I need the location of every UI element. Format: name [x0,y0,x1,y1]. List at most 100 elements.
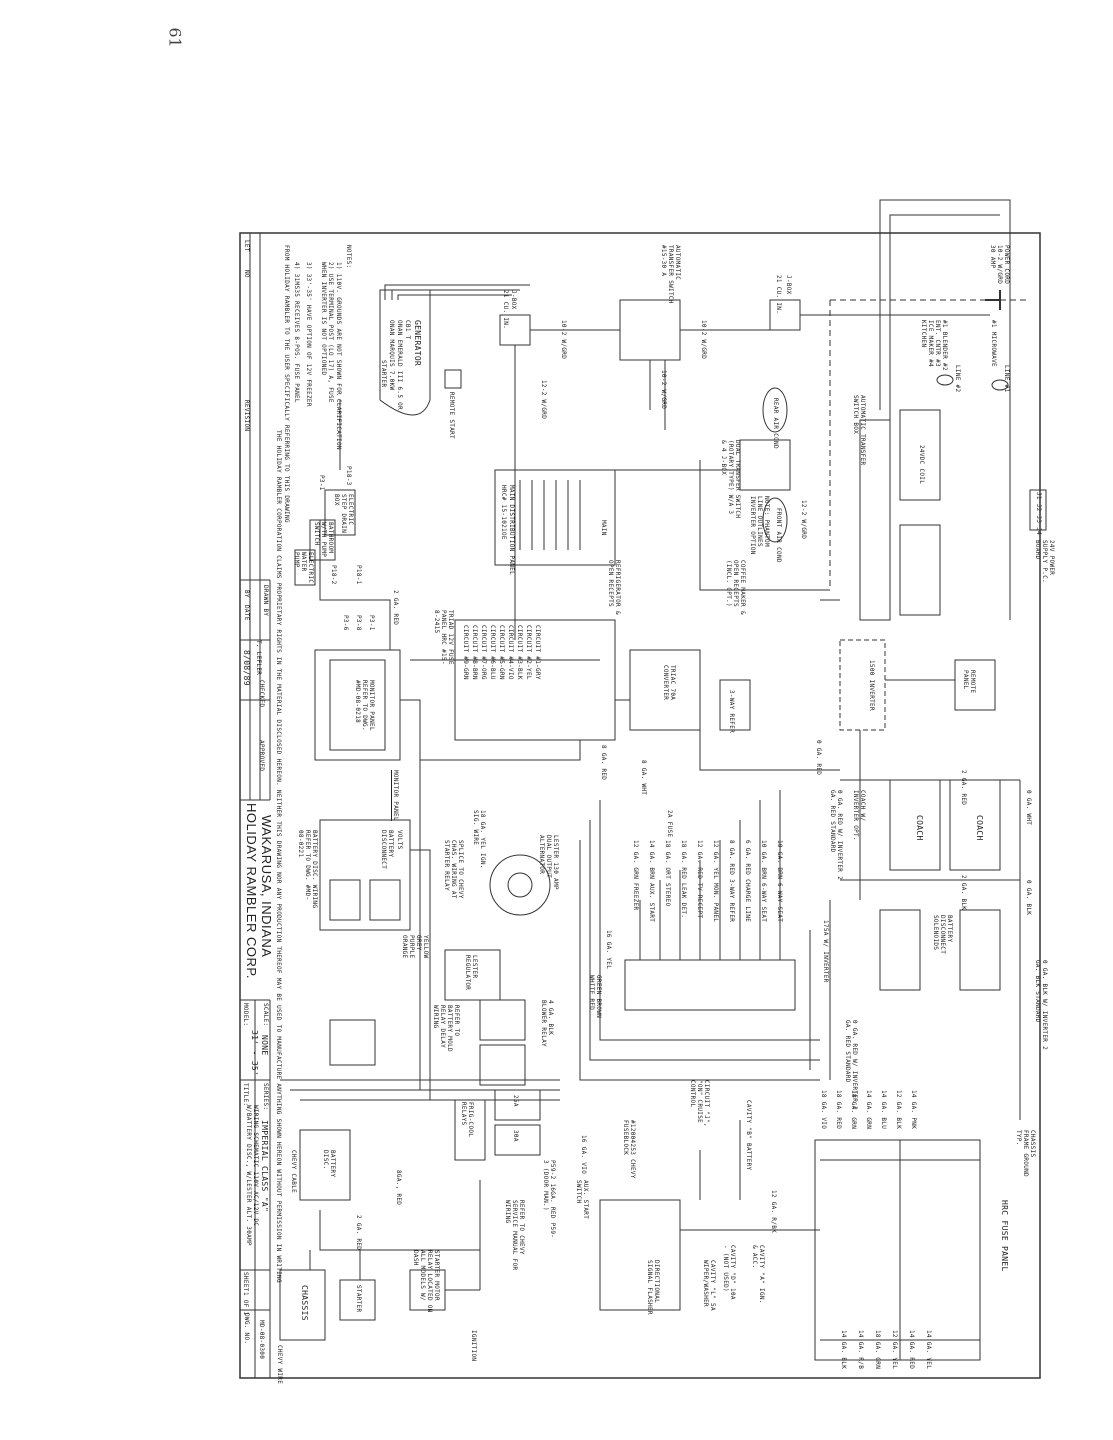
circuit-2: CIRCUIT #2-YEL [525,625,532,680]
circuit-8: CIRCUIT #8-BRN [471,625,478,680]
sheet-value: 1 OF 1 [242,1292,249,1316]
drawing-border [239,232,1041,1379]
note-2: 2) USE TERMINAL POST (LO 17) A, FUSE WHE… [320,262,334,403]
by-label: BY [243,590,250,598]
refer-label: 3-WAY REFER [728,690,735,734]
dash-note: REFER TO CHEVY SERVICE MANUAL FOR WIRING [504,1200,525,1271]
hrc-wire: 14 GA. PNK [910,1090,917,1130]
series-label: SERIES: [262,1083,269,1111]
alternator-outline [489,854,551,916]
fuse-30a: 30A [512,1130,519,1142]
fuse-block-wire-list: 10 GA. BRN 6-WAY SEAT 10 GA. BRN 6-WAY S… [632,840,783,922]
fuse-block-wire: 10 GA. BRN 6-WAY SEAT [776,840,783,923]
hrc-wire: 18 GA. RED [835,1090,842,1130]
chevy-fuseblock-label: #12004253 CHEVY FUSEBLOCK [622,1120,636,1179]
circuit-1: CIRCUIT #1-GRY [534,625,541,680]
coffee-maker-note: COFFEE MAKER & OPEN RECEPTS (INCL. OPT.) [725,560,746,615]
jbox-2-size: 21 CU. IN. [775,275,782,315]
sheet-handwritten-mark: 61 [165,27,185,48]
note-1: 1) 110V. GROUNDS ARE NOT SHOWN FOR CLARI… [335,262,342,450]
circuit-6: CIRCUIT #6-BLU [489,625,496,680]
chassis-ground-label: CHASSIS FRAME GROUND TYP. [1015,1130,1036,1177]
circuit-3: CIRCUIT #3-BLK [516,625,523,680]
hrc-right-wire-list: 14 GA. YEL 14 GA. RED 12 GA. YEL 18 GA. … [840,1330,932,1369]
proprietary-notice-2: FROM HOLIDAY RAMBLER TO THE USER SPECIFI… [283,245,290,523]
cruise-control-label: CIRCUIT "J", "ON" CRUISE CONTROL [689,1080,710,1127]
generator-detail-1: CB1 T [404,320,411,340]
rear-ac-label: REAR AIR COND [772,398,779,449]
wiper-label: CAVITY "L" 5A WIPER/WASHER [702,1260,716,1311]
step-box-label: ELECTRIC STEP DRAIN BOX [333,494,354,534]
battery-disc-wiring-note: BATTERY DISC. WIRING REFER TO DWG. #MD-0… [297,830,318,909]
wire-18ga-yel: 18 GA. YEL IGN. SIG. WIRE [472,810,486,869]
fuse-block-wire: 12 GA. GRN FREEZER [632,840,639,911]
fuse-block-wire: 18 GA. RED LEAK DET. [680,840,687,919]
lester-regulator-label: LESTER REGULATOR [464,955,478,991]
signal-flasher-label: DIRECTIONAL SIGNAL FLASHER [646,1260,660,1315]
monitor-panel-label: MONITOR PANEL [392,770,399,821]
relay-delay-note: REFER TO BATTERY MOLD RELAY DELAY WIRING [432,1005,460,1052]
power-supply-label: 24V POWER SUPPLY P.C. BOARD [1034,540,1055,584]
circuit-5: CIRCUIT #5-GRN [498,625,505,680]
fuse-2a-label: 2A FUSE [666,810,673,838]
wire-10-2-c: 10-2 W/GRD [660,370,667,410]
wire-8ga-wht: 8 GA. WHT [640,760,647,796]
wire-2ga-red: 2 GA. RED [392,590,399,626]
dwg-label: DWG. NO. [243,1313,250,1345]
plug-p3-8: P3-8 [355,615,362,631]
checked-label: CHECKED [258,680,265,708]
main-label: MAIN [600,520,607,536]
inverter-label: 1500 INVERTER [868,660,875,711]
jbox-1-label: J-BOX [510,290,517,310]
wire-10-2-a: 10-2 W/GRD [560,320,567,360]
wire-12-2-a: 12-2 W/GRD [540,380,547,420]
starter-label: STARTER [355,1285,362,1313]
circuit-4: CIRCUIT #4-VIO [507,625,514,680]
hrc-fuse-panel-label: HRC FUSE PANEL [1000,1200,1009,1272]
wire-8ga-red: 8 GA. RED [600,745,607,781]
proprietary-notice: THE HOLIDAY RAMBLER CORPORATION CLAIMS P… [275,430,282,1283]
generator-label: GENERATOR [413,320,422,367]
power-cord-label: POWER CORD 10-2 W/GRD 30 AMP [989,245,1010,285]
drawn-by-label: DRAWN BY [262,585,269,617]
series-value: IMPERIAL CLASS "A" [260,1120,269,1213]
hrc-wire: 18 GA. VIO [820,1090,827,1130]
no-label: NO [243,270,250,278]
company-location: WAKARUSA, INDIANA [259,815,274,958]
wire-2ga-red-c: 2 GA. RED [355,1215,362,1251]
plug-p18-3: P18-3 [345,466,352,486]
wire-0ga-wht: 0 GA. WHT [1025,790,1032,826]
water-pump-label: ELECTRIC WATER PUMP [293,552,314,584]
hrc-left-wire-list: 14 GA. PNK 12 GA. BLK 14 GA. BLU 14 GA. … [820,1090,917,1129]
wire-2ga-red-b: 2 GA. RED [960,770,967,806]
drawn-by: T. LEFLER [255,640,262,676]
remote-start-label: REMOTE START [448,392,455,439]
bath-switch-label: BATHROOM W/TH PUMP SWITCH [313,522,334,558]
chassis-label: CHASSIS [300,1285,309,1321]
starter-relay-note: STARTER MOTOR RELAY LOCATED ON ALL MODEL… [412,1250,440,1313]
drawn-date: 8/08/89 [242,650,251,686]
line-1-label: LINE #1 [1003,365,1010,393]
circuit-9: CIRCUIT #9-GRN [462,625,469,680]
note-4: 4) 31MS35 RECEIVES 8-POS. FUSE PANEL [293,262,300,403]
fuse-block-wire: 10 GA. BRN 6-WAY SEAT [760,840,767,923]
triad-panel-label: TRIAD 12V FUSE PANEL HRC #15-8-2415 [433,610,454,665]
ats-label: AUTOMATIC TRANSFER SWITCH #15-30 A [660,245,681,304]
chevy-wire-label: CHEVY WIRE [276,1345,283,1385]
aux-start-switch-label: AUX. START SWITCH [575,1180,589,1220]
fuse-175a-label: 175A W/ INVERTER [822,920,829,983]
hrc-wire: 14 GA. YEL [925,1330,932,1370]
plug-p18-2: P18-2 [330,565,337,585]
wire-8ga-red-c: 8GA., RED [395,1170,402,1206]
wire-12-2-b: 12-2 W/GRD [800,500,807,540]
hrc-wire: 14 GA. RED [908,1330,915,1370]
hrc-wire: 14 GA. R/B [857,1330,864,1370]
wire-16ga-vio: 16 GA. VIO [580,1135,587,1175]
hrc-wire: 18 GA. GRN [850,1090,857,1130]
monitor-panel-outline [314,649,401,761]
jbox-1-size: 21 CU. IN. [502,290,509,330]
inverter-option-note: COACH W/ INVERTER OPT. [852,790,866,841]
fuse-block-wire: 18 GA. ORT STEREO [664,840,671,907]
plug-p3-1: P3-1 [318,475,325,491]
